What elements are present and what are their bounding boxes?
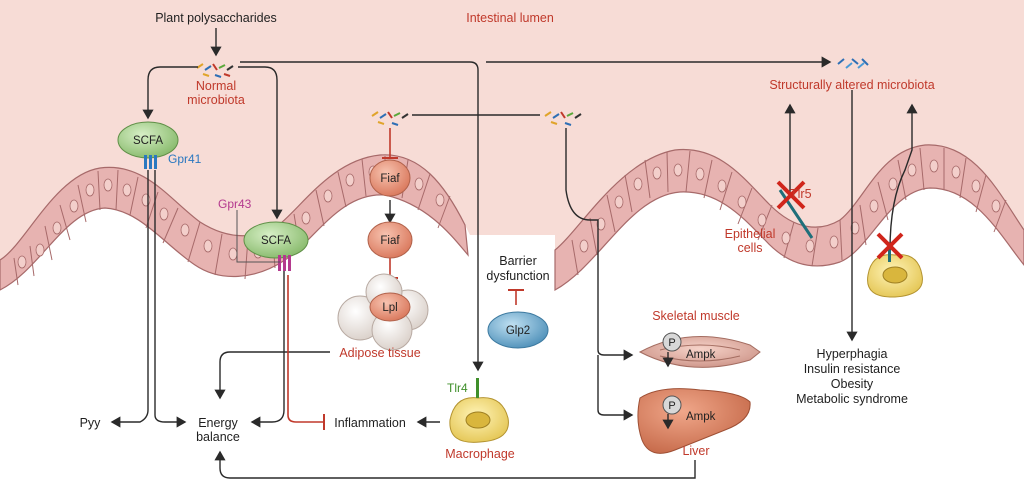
plant-polysaccharides-label: Plant polysaccharides [155,11,277,25]
fiaf-label-top: Fiaf [380,173,400,185]
cell-nuclei-right [579,159,1001,253]
lpl-cluster-icon [337,273,429,351]
scfa-node-left [117,121,179,159]
skeletal-muscle-label: Skeletal muscle [652,309,740,323]
liver-icon [637,388,751,454]
outcome-item: Obesity [831,377,874,391]
macrophage-label: Macrophage [445,447,515,461]
bacteria-cluster-icon [371,111,409,126]
epithelial-label-2: cells [737,241,762,255]
barrier-label-1: Barrier [499,254,537,268]
receptor-icon [278,255,291,271]
cell-dividers-right [571,147,1007,276]
epithelial-label-1: Epithelial [725,227,776,241]
fiaf-node-bottom [367,221,413,259]
p-muscle-label: P [668,337,675,349]
ampk-liver-label: Ampk [686,411,716,423]
inhibition-lines [287,128,524,430]
macrophage-icon [449,378,509,443]
lpl-label: Lpl [382,302,397,314]
normal-microbiota-label-1: Normal [196,79,236,93]
epithelium-right [554,144,1024,292]
receptor-icon [144,155,157,169]
glp2-label: Glp2 [506,325,530,337]
pathway-arrows [110,28,918,479]
outcome-item: Metabolic syndrome [796,392,908,406]
energy-label-1: Energy [198,416,238,430]
liver-label: Liver [682,444,709,458]
scfa-node-right [243,221,309,259]
inflammation-label: Inflammation [334,416,406,430]
tlr4-label: Tlr4 [447,381,468,395]
scfa-label-right: SCFA [261,235,291,247]
outcomes-list: Hyperphagia Insulin resistance Obesity M… [796,347,908,406]
adipose-tissue-label: Adipose tissue [339,346,420,360]
pyy-label: Pyy [80,416,102,430]
gpr43-pointer [236,210,280,263]
gpr41-label: Gpr41 [168,152,202,166]
bacteria-cluster-icon [544,111,582,126]
fiaf-node-top [369,159,411,197]
altered-microbiota-label: Structurally altered microbiota [769,78,934,92]
glp2-node [487,311,549,349]
normal-microbiota-label-2: microbiota [187,93,245,107]
barrier-label-2: dysfunction [486,269,549,283]
tlr5-label: Tlr5 [790,187,812,201]
energy-label-2: balance [196,430,240,444]
bacteria-cluster-icon [196,63,234,78]
p-liver-label: P [668,400,675,412]
bacteria-cluster-icon [837,58,869,69]
red-x-icon [776,180,806,210]
intestinal-lumen-label: Intestinal lumen [466,11,554,25]
red-x-icon [876,232,904,260]
fiaf-label-bottom: Fiaf [380,235,400,247]
outcome-item: Insulin resistance [804,362,901,376]
outcome-item: Hyperphagia [817,347,888,361]
scfa-label-left: SCFA [133,135,163,147]
ampk-muscle-label: Ampk [686,349,716,361]
gpr43-label: Gpr43 [218,197,252,211]
